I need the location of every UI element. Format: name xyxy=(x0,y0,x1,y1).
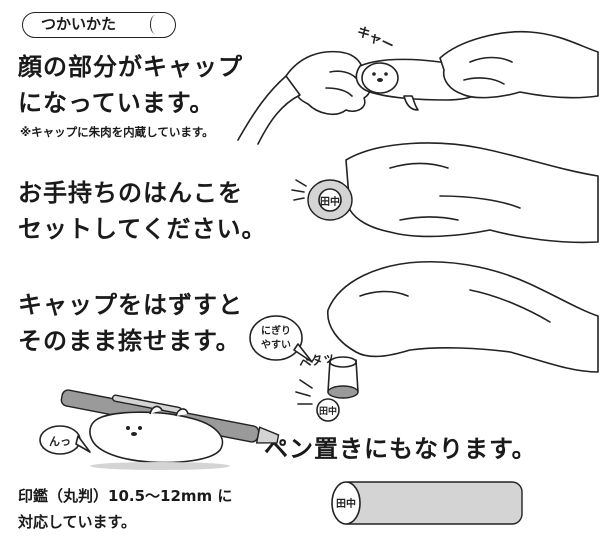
pen-rest-bubble-tail xyxy=(75,435,91,453)
pen-rest-shadow xyxy=(90,462,230,470)
pen-rest-seal-eye xyxy=(126,426,130,430)
step1-line2: になっています。 xyxy=(18,89,215,117)
seal-flipper xyxy=(403,95,419,111)
finger-line xyxy=(439,195,521,209)
step3-line2: そのまま捺せます。 xyxy=(18,327,241,355)
step2-line2: セットしてください。 xyxy=(18,215,267,243)
right-finger-line-2 xyxy=(463,77,505,85)
knuckle-line-2 xyxy=(399,216,459,221)
how-to-use-label: つかいかた xyxy=(22,12,176,38)
step3-bubble-line2: やすい xyxy=(261,339,291,351)
step2-line1: お手持ちのはんこを xyxy=(18,179,243,207)
left-arm-line xyxy=(237,75,287,141)
pen-tip xyxy=(255,426,280,444)
pen-rest-seal-flipper-2 xyxy=(175,408,189,417)
step1-line1: 顔の部分がキャップ xyxy=(18,53,243,81)
step3-line1: キャップをはずすと xyxy=(18,291,243,319)
stamp-face xyxy=(318,188,342,212)
seal-top xyxy=(329,356,357,368)
pen-rest-seal-nose xyxy=(131,432,137,436)
knuckle-line xyxy=(389,162,449,169)
step4-bubble: んっ xyxy=(49,435,71,448)
step3-stamp-char: 田中 xyxy=(319,405,337,417)
hand-holding-seal xyxy=(345,142,599,244)
step1-note: ※キャップに朱肉を内蔵しています。 xyxy=(20,125,214,139)
motion-line xyxy=(295,179,307,187)
sparkle-lines-icon xyxy=(295,379,313,405)
pressing-finger-line xyxy=(469,289,551,323)
right-hand xyxy=(439,30,599,99)
seal-bottom xyxy=(327,385,359,399)
hanko-stamp-icon: 田中 xyxy=(331,481,523,525)
seal-eye xyxy=(372,72,376,76)
pen-rest-seal-body xyxy=(89,411,224,464)
step3-bubble-line1: にぎり xyxy=(261,324,291,337)
seal-eye-2 xyxy=(384,72,388,76)
right-finger-line xyxy=(469,56,513,63)
motion-line-3 xyxy=(293,197,305,201)
motion-line-2 xyxy=(291,189,305,193)
pill-cap-decoration xyxy=(150,15,161,34)
how-to-use-text: つかいかた xyxy=(41,15,117,33)
step4-text: ペン置きにもなります。 xyxy=(264,435,537,463)
pen-rest-seal-eye-2 xyxy=(138,426,142,430)
speech-bubble-icon xyxy=(249,315,313,363)
left-arm-line-2 xyxy=(257,94,301,145)
pressing-knuckle xyxy=(359,290,409,297)
left-finger-line-2 xyxy=(325,87,353,97)
spec-stamp-char: 田中 xyxy=(336,497,356,510)
stamp-imprint xyxy=(316,398,340,422)
illustration-insert-stamp: 田中 xyxy=(291,142,599,244)
illustration-cap-removal: キャー xyxy=(237,24,599,145)
pressing-hand xyxy=(327,260,599,373)
illustration-pen-rest: んっ xyxy=(39,389,280,470)
illustration-press-seal: 田中 ペタッ にぎり やすい xyxy=(249,260,599,422)
seal-nose xyxy=(377,78,383,82)
step1-sound: キャー xyxy=(354,24,396,54)
pen-rest-seal-flipper xyxy=(149,405,163,415)
left-hand xyxy=(285,50,372,116)
stamp-end xyxy=(331,481,361,525)
spec-line1: 印鑑（丸判）10.5〜12mm に xyxy=(18,487,233,505)
step2-stamp-char: 田中 xyxy=(320,195,340,208)
stamp-cylinder xyxy=(337,481,523,525)
spec-line2: 対応しています。 xyxy=(18,513,137,531)
left-finger-line xyxy=(329,70,357,79)
